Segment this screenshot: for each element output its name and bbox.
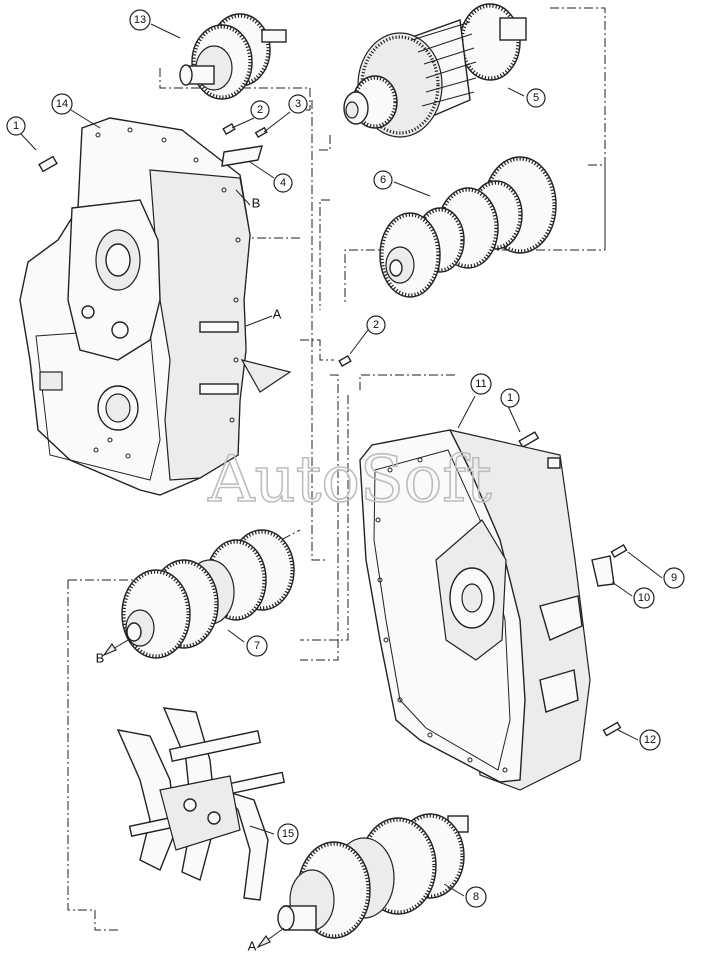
reference-letters: B A B A bbox=[96, 196, 282, 954]
part-11-rear-housing bbox=[359, 429, 591, 791]
callout-4: 4 bbox=[273, 173, 293, 193]
callout-2: 2 bbox=[250, 100, 270, 120]
svg-text:13: 13 bbox=[134, 14, 146, 26]
part-7-gear-shaft bbox=[121, 529, 295, 659]
watermark-text: AutoSoft bbox=[207, 443, 492, 517]
callout-10: 10 bbox=[633, 587, 655, 609]
svg-text:5: 5 bbox=[533, 92, 539, 104]
callout-3: 3 bbox=[288, 94, 308, 114]
callout-7: 7 bbox=[246, 635, 268, 657]
svg-text:1: 1 bbox=[13, 120, 19, 132]
part-6-cluster-gear bbox=[379, 156, 557, 298]
part-14-front-housing bbox=[19, 117, 292, 496]
letter-b-bottom: B bbox=[96, 651, 105, 666]
callout-13: 13 bbox=[129, 9, 151, 31]
callouts: 13 14 1 2 3 4 5 6 bbox=[6, 9, 685, 908]
letter-b-top: B bbox=[252, 196, 261, 211]
callout-8: 8 bbox=[465, 886, 487, 908]
callout-12: 12 bbox=[639, 729, 661, 751]
svg-text:12: 12 bbox=[644, 734, 656, 746]
svg-text:2: 2 bbox=[257, 104, 263, 116]
callout-1: 1 bbox=[6, 116, 26, 136]
svg-text:9: 9 bbox=[671, 572, 677, 584]
svg-text:6: 6 bbox=[380, 174, 386, 186]
svg-text:8: 8 bbox=[473, 891, 479, 903]
svg-text:10: 10 bbox=[638, 592, 650, 604]
callout-6: 6 bbox=[373, 170, 393, 190]
svg-text:7: 7 bbox=[254, 640, 260, 652]
callout-14: 14 bbox=[51, 93, 73, 115]
part-13-gear-assembly bbox=[179, 13, 287, 100]
callout-15: 15 bbox=[277, 823, 299, 845]
callout-11: 11 bbox=[470, 373, 492, 395]
phantom-lines bbox=[67, 7, 606, 931]
part-8-main-shaft bbox=[277, 813, 469, 939]
svg-text:11: 11 bbox=[475, 378, 486, 390]
letter-a-top: A bbox=[273, 307, 282, 322]
svg-text:14: 14 bbox=[56, 98, 68, 110]
svg-text:2: 2 bbox=[373, 319, 379, 331]
reference-arrows bbox=[102, 189, 285, 949]
callout-2b: 2 bbox=[366, 315, 386, 335]
letter-a-bottom: A bbox=[248, 939, 257, 954]
part-15-shift-forks bbox=[116, 707, 286, 901]
svg-text:4: 4 bbox=[280, 177, 286, 189]
svg-text:15: 15 bbox=[282, 828, 294, 840]
small-fasteners bbox=[38, 122, 628, 737]
svg-text:1: 1 bbox=[507, 392, 513, 404]
leader-lines bbox=[20, 23, 663, 897]
part-5-clutch-pack bbox=[343, 3, 527, 138]
callout-5: 5 bbox=[526, 88, 546, 108]
callout-9: 9 bbox=[663, 567, 685, 589]
svg-text:3: 3 bbox=[295, 98, 301, 110]
callout-1b: 1 bbox=[500, 388, 520, 408]
